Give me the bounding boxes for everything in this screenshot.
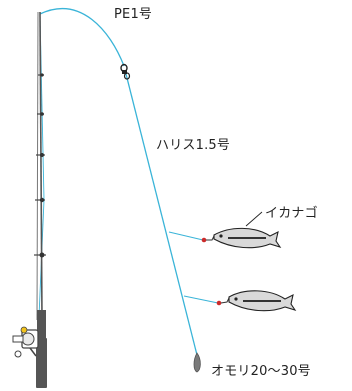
main-line-label: PE1号: [114, 7, 153, 22]
main-line: [39, 8, 125, 67]
bait-label-pointer: [245, 211, 263, 227]
sinker-label: オモリ20～30号: [211, 364, 311, 379]
bait-fish-2: [216, 290, 297, 312]
leader-label: ハリス1.5号: [156, 138, 231, 153]
bait-label: イカナゴ: [265, 206, 318, 221]
branch-line-1: [168, 231, 204, 241]
branch-line-2: [183, 295, 219, 304]
sinker-icon: [193, 352, 201, 373]
swivel-icon: [120, 63, 131, 80]
spinning-reel-icon: [12, 326, 39, 358]
leader-line: [125, 73, 198, 356]
bait-fish-1: [201, 227, 282, 249]
fishing-rod-icon: [34, 11, 47, 388]
